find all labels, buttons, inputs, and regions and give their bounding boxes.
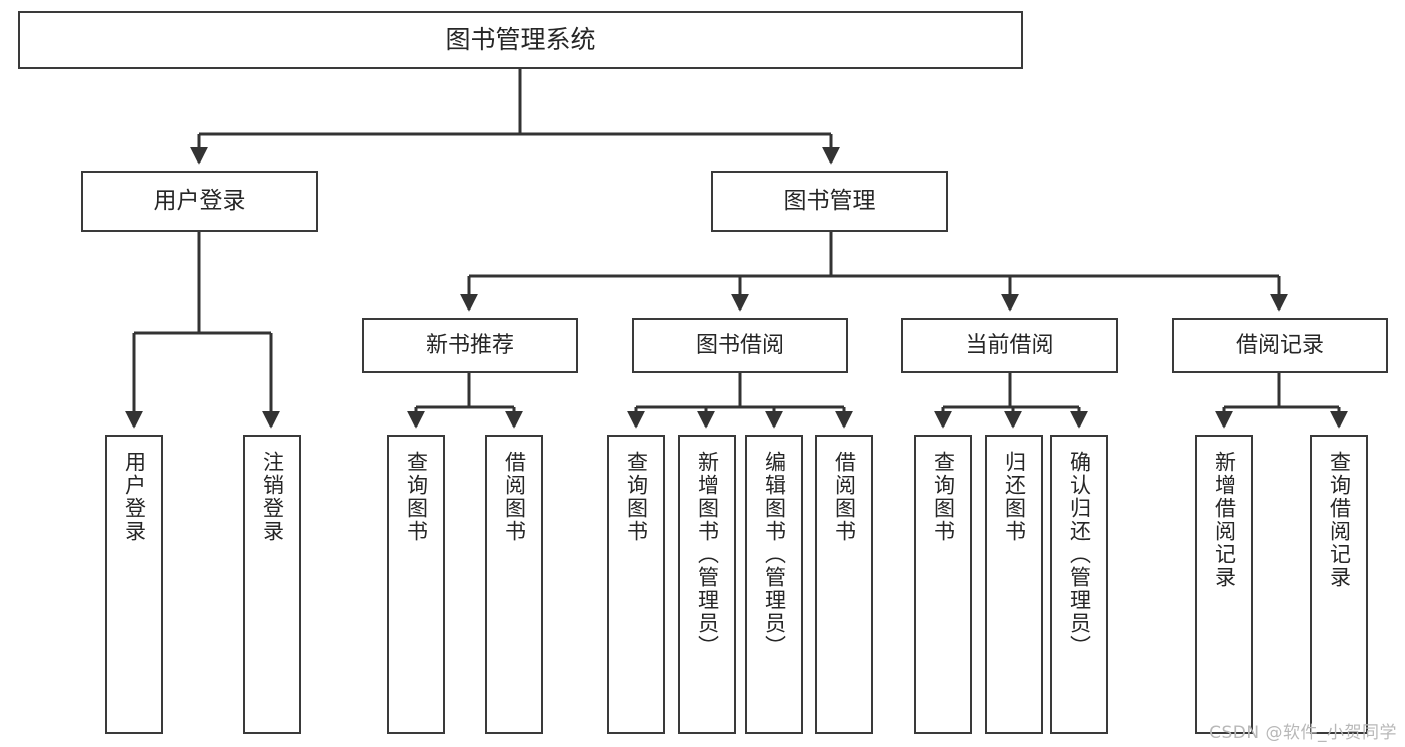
leaf-current-borrow-query[interactable]: 查询图书 [914,435,972,734]
leaf-book-borrow-add[interactable]: 新增图书（管理员） [678,435,736,734]
leaf-user-login-login[interactable]: 用户登录 [105,435,163,734]
node-borrow-record[interactable]: 借阅记录 [1172,318,1388,373]
node-new-book-recommend[interactable]: 新书推荐 [362,318,578,373]
leaf-borrow-record-add[interactable]: 新增借阅记录 [1195,435,1253,734]
leaf-label: 编辑图书（管理员） [762,451,787,658]
leaf-borrow-record-query[interactable]: 查询借阅记录 [1310,435,1368,734]
leaf-label: 归还图书 [1002,451,1027,543]
leaf-label: 新增图书（管理员） [695,451,720,658]
leaf-label: 查询图书 [624,451,649,543]
watermark-text: CSDN @软件_小贺同学 [1209,723,1397,743]
node-user-login[interactable]: 用户登录 [81,171,318,232]
leaf-current-borrow-return[interactable]: 归还图书 [985,435,1043,734]
leaf-label: 借阅图书 [502,451,527,543]
node-book-borrow[interactable]: 图书借阅 [632,318,848,373]
leaf-label: 查询图书 [404,451,429,543]
leaf-label: 查询借阅记录 [1327,451,1352,589]
leaf-label: 注销登录 [260,451,285,543]
node-current-borrow[interactable]: 当前借阅 [901,318,1118,373]
node-root-system[interactable]: 图书管理系统 [18,11,1023,69]
leaf-label: 借阅图书 [832,451,857,543]
node-book-management[interactable]: 图书管理 [711,171,948,232]
leaf-user-login-logout[interactable]: 注销登录 [243,435,301,734]
leaf-book-borrow-borrow[interactable]: 借阅图书 [815,435,873,734]
leaf-book-borrow-query[interactable]: 查询图书 [607,435,665,734]
leaf-label: 新增借阅记录 [1212,451,1237,589]
leaf-label: 用户登录 [122,451,147,543]
leaf-label: 确认归还（管理员） [1067,451,1092,658]
leaf-label: 查询图书 [931,451,956,543]
leaf-new-book-borrow[interactable]: 借阅图书 [485,435,543,734]
leaf-new-book-query[interactable]: 查询图书 [387,435,445,734]
leaf-current-borrow-confirm-return[interactable]: 确认归还（管理员） [1050,435,1108,734]
leaf-book-borrow-edit[interactable]: 编辑图书（管理员） [745,435,803,734]
